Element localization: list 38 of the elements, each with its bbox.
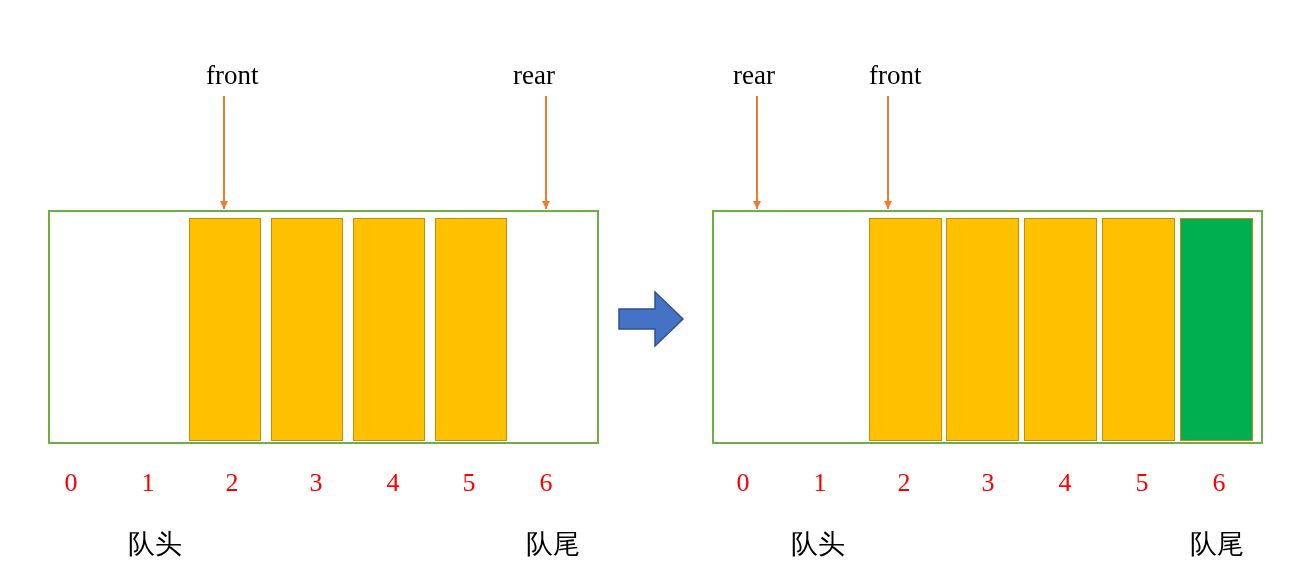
position-label: 队尾 (526, 529, 580, 557)
queue-element-bar (1180, 218, 1253, 441)
index-number: 5 (1135, 470, 1149, 496)
queue-element-bar (1024, 218, 1097, 441)
pointer-arrow (220, 95, 228, 210)
pointer-arrow (542, 95, 550, 210)
position-label: 队头 (128, 529, 182, 557)
queue-element-bar (353, 218, 425, 441)
position-label: 队尾 (1190, 529, 1244, 557)
queue-element-bar (271, 218, 343, 441)
index-number: 5 (462, 470, 476, 496)
position-label: 队头 (791, 529, 845, 557)
index-number: 4 (1058, 470, 1072, 496)
index-number: 1 (813, 470, 827, 496)
index-number: 2 (225, 470, 239, 496)
queue-element-bar (1102, 218, 1175, 441)
index-number: 2 (897, 470, 911, 496)
index-number: 6 (1212, 470, 1226, 496)
pointer-arrow (884, 95, 892, 210)
pointer-label: rear (733, 60, 775, 90)
index-number: 0 (736, 470, 750, 496)
index-number: 0 (64, 470, 78, 496)
queue-element-bar (189, 218, 261, 441)
queue-array-box (712, 210, 1263, 444)
pointer-label: front (869, 60, 922, 90)
queue-element-bar (435, 218, 507, 441)
block-arrow (618, 290, 685, 348)
pointer-arrow (753, 95, 761, 210)
pointer-label: rear (513, 60, 555, 90)
pointer-label: front (206, 60, 259, 90)
queue-array-box (48, 210, 599, 444)
queue-element-bar (946, 218, 1019, 441)
index-number: 4 (386, 470, 400, 496)
index-number: 1 (141, 470, 155, 496)
index-number: 3 (981, 470, 995, 496)
index-number: 6 (539, 470, 553, 496)
index-number: 3 (309, 470, 323, 496)
queue-element-bar (869, 218, 942, 441)
